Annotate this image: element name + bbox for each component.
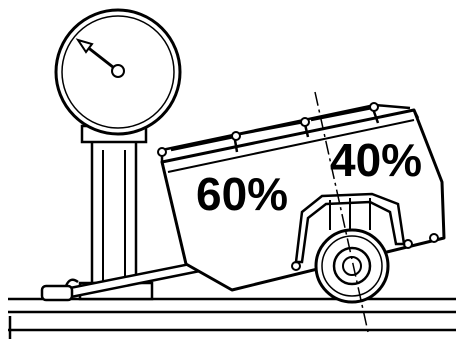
rear-weight-label: 40% xyxy=(330,134,422,186)
wheel-icon xyxy=(316,230,388,302)
ground xyxy=(8,299,456,339)
front-weight-label: 60% xyxy=(196,168,288,220)
dial-scale-icon xyxy=(56,10,180,134)
